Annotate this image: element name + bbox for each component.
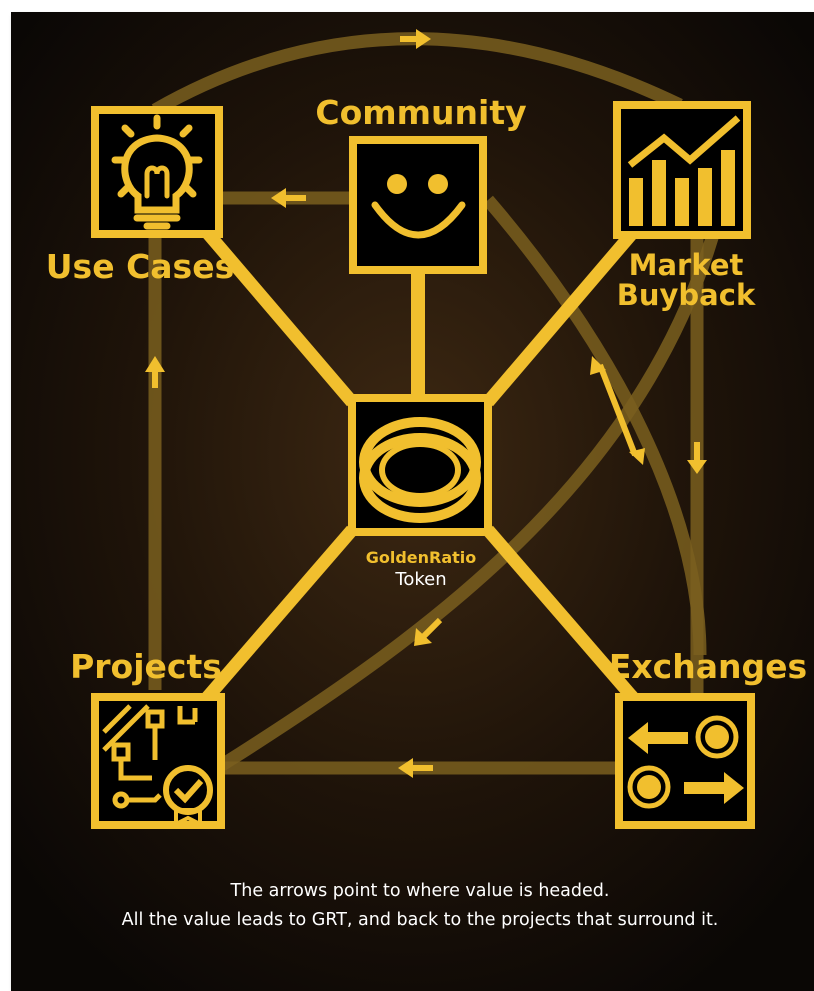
market-to-projects-arc xyxy=(218,208,727,771)
use-cases-label: Use Cases xyxy=(46,247,234,286)
exchanges-token-connector xyxy=(483,525,640,705)
exchange-arrows-icon xyxy=(627,715,744,809)
exchanges-node: Exchanges xyxy=(609,647,807,829)
community-node: Community xyxy=(315,93,527,274)
connectors xyxy=(200,225,640,705)
arrow-right-top xyxy=(400,29,431,49)
arrow-bidirectional-diagonal xyxy=(590,356,645,465)
arrow-down-left-diagonal xyxy=(414,617,443,646)
arrow-down-right xyxy=(687,442,707,474)
token-node: GoldenRatio Token xyxy=(348,394,492,590)
flow-arrows xyxy=(145,29,707,778)
market-token-connector xyxy=(483,225,640,407)
projects-token-connector xyxy=(200,525,357,705)
arrow-up-left xyxy=(145,356,165,388)
circuit-board-check-icon xyxy=(102,704,213,828)
arrow-left-upper xyxy=(271,188,306,208)
caption-line-1: The arrows point to where value is heade… xyxy=(230,881,610,901)
projects-label: Projects xyxy=(70,647,222,686)
use-cases-token-connector xyxy=(200,225,357,407)
arrow-left-bottom xyxy=(398,758,433,778)
bar-chart-trend-icon xyxy=(627,115,741,226)
exchanges-label: Exchanges xyxy=(609,647,807,686)
market-label: Market xyxy=(629,248,744,282)
projects-node: Projects xyxy=(70,647,225,829)
smiley-face-icon xyxy=(371,174,466,239)
golden-ring-icon xyxy=(359,417,481,523)
token-type-label: Token xyxy=(394,569,446,590)
lightbulb-icon xyxy=(111,114,203,230)
community-to-exchanges-arc xyxy=(483,195,707,656)
caption-line-2: All the value leads to GRT, and back to … xyxy=(122,910,719,930)
use-cases-node: Use Cases xyxy=(46,106,234,286)
community-label: Community xyxy=(315,93,526,132)
buyback-label: Buyback xyxy=(617,278,756,312)
market-buyback-node: Market Buyback xyxy=(613,101,756,312)
token-name-label: GoldenRatio xyxy=(366,548,477,567)
